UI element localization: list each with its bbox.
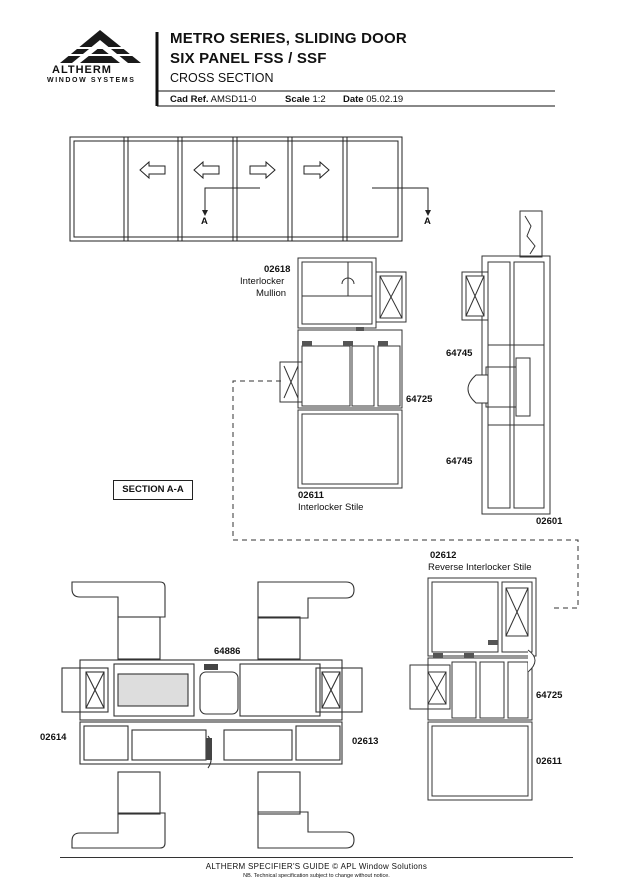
altherm-logo-icon (60, 30, 141, 63)
label-64725-bottom: 64725 (536, 690, 563, 701)
label-02613: 02613 (352, 736, 379, 747)
title-line-1: METRO SERIES, SLIDING DOOR (170, 30, 407, 47)
slide-arrow-right-icon (303, 160, 330, 180)
label-02618-name-2: Mullion (256, 288, 287, 299)
footer-note: NB. Technical specification subject to c… (243, 873, 390, 879)
label-02614: 02614 (40, 732, 67, 743)
date-label: Date (343, 94, 364, 105)
seal-icon (204, 664, 218, 760)
label-02612-name: Reverse Interlocker Stile (428, 562, 532, 573)
label-64886: 64886 (214, 646, 241, 657)
label-02611-bottom: 02611 (536, 756, 562, 767)
section-marker-arrow-icon (202, 210, 431, 216)
label-02618-name-1: Interlocker (240, 276, 285, 287)
title-line-3: CROSS SECTION (170, 71, 274, 85)
cad-ref-value: AMSD11-0 (210, 94, 257, 105)
vertical-section (461, 210, 551, 515)
footer-guide: ALTHERM SPECIFIER'S GUIDE © APL Window S… (205, 862, 428, 871)
label-02612: 02612 (430, 550, 457, 561)
scale-value: 1:2 (312, 94, 326, 105)
gasket-icon (433, 640, 498, 658)
label-02618: 02618 (264, 264, 291, 275)
interlock-stile-section (61, 581, 363, 849)
date-value: 05.02.19 (366, 94, 404, 105)
label-64745-b: 64745 (446, 456, 473, 467)
interlocker-mullion-section (279, 257, 407, 489)
handle-icon (467, 374, 489, 404)
label-64725-top: 64725 (406, 394, 433, 405)
slide-arrow-right-icon (249, 160, 276, 180)
logo-tagline: WINDOW SYSTEMS (47, 77, 136, 84)
scale-label: Scale (285, 94, 310, 105)
section-title: SECTION A-A (113, 480, 193, 500)
date: Date 05.02.19 (343, 94, 403, 105)
scale: Scale 1:2 (285, 94, 326, 105)
cad-ref: Cad Ref. AMSD11-0 (170, 94, 256, 105)
section-mark-a-right: A (424, 216, 431, 227)
section-mark-a-left: A (201, 216, 208, 227)
gasket-icon (302, 327, 388, 346)
slide-arrow-left-icon (193, 160, 220, 180)
logo-brand: ALTHERM (52, 64, 112, 76)
door-elevation (69, 136, 429, 242)
slide-arrow-left-icon (139, 160, 166, 180)
cad-ref-label: Cad Ref. (170, 94, 209, 105)
title-line-2: SIX PANEL FSS / SSF (170, 50, 327, 67)
label-64745-a: 64745 (446, 348, 473, 359)
label-02611-top: 02611 (298, 490, 324, 501)
label-02601: 02601 (536, 516, 563, 527)
label-02611-top-name: Interlocker Stile (298, 502, 364, 513)
section-connector-line (232, 380, 579, 609)
footer-rule (60, 857, 573, 858)
reverse-interlocker-section (409, 577, 537, 801)
